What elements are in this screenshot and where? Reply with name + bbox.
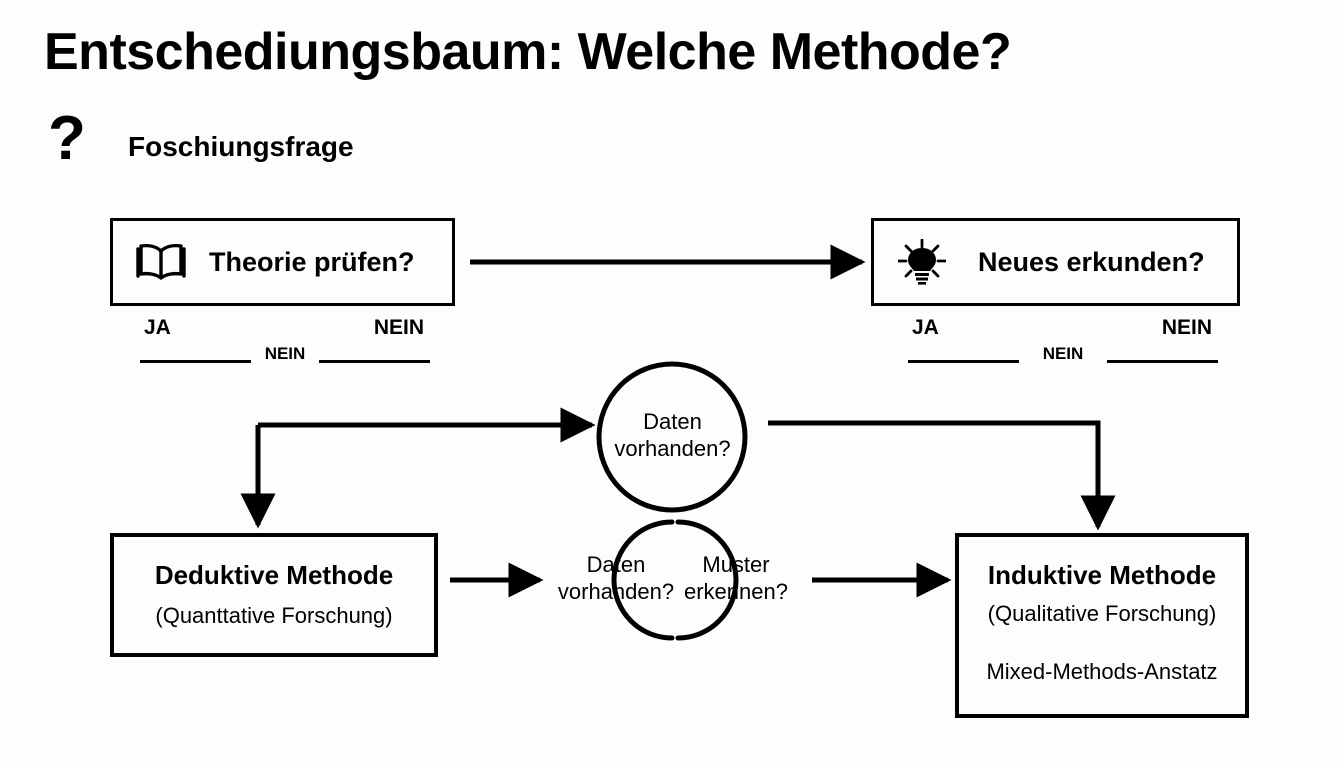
branch-label-ja: JA [144,316,171,339]
method-box-extra-note: Mixed-Methods-Anstatz [986,659,1218,684]
branch-label-nein: NEIN [1161,316,1212,339]
method-box-deduktive[interactable]: Deduktive Methode (Quanttative Forschung… [110,533,438,657]
subtitle-research-question: Foschiungsfrage [128,131,354,162]
branch-label-nein: NEIN [373,316,424,339]
branch-line-left [908,360,1019,363]
circle-top-line1: Daten [643,409,702,434]
method-box-induktive[interactable]: Induktive Methode (Qualitative Forschung… [955,533,1249,718]
branch-label-nein-middle: NEIN [1042,344,1084,363]
circle-top-line2: vorhanden? [614,435,731,461]
circle-bottom-right-label: Muster erkennen? [672,552,800,606]
arrow-daten-circle-to-induktive [768,420,1116,531]
lightbulb-icon [896,239,948,285]
open-book-icon [135,240,187,284]
branch-labels-right: JA NEIN NEIN [908,316,1218,376]
branch-label-ja: JA [912,316,939,339]
branch-label-nein-middle: NEIN [264,344,306,363]
decision-box-label: Theorie prüfen? [209,246,415,277]
branch-labels-left: JA NEIN NEIN [140,316,430,376]
method-box-title: Induktive Methode [987,560,1217,590]
decision-box-neues-erkunden[interactable]: Neues erkunden? [871,218,1240,306]
method-box-subtitle: (Quanttative Forschung) [155,603,393,628]
branch-line-left [140,360,251,363]
question-mark-icon: ? [48,104,86,173]
circle-bottom-right-line1: Muster [702,552,770,577]
method-box-subtitle: (Qualitative Forschung) [987,601,1217,626]
page-title: Entschediungsbaum: Welche Methode? [44,23,1012,81]
branch-line-right [319,360,430,363]
circle-top-label: Daten vorhanden? [600,409,745,463]
circle-bottom-left-line1: Daten [586,552,646,577]
circle-bottom-left-line2: vorhanden? [557,578,675,604]
decision-box-theorie-pruefen[interactable]: Theorie prüfen? [110,218,455,306]
decision-box-label: Neues erkunden? [978,246,1205,277]
method-box-title: Deduktive Methode [154,560,394,590]
branch-line-right [1107,360,1218,363]
circle-bottom-left-label: Daten vorhanden? [552,552,680,606]
circle-bottom-right-line2: erkennen? [684,578,788,604]
